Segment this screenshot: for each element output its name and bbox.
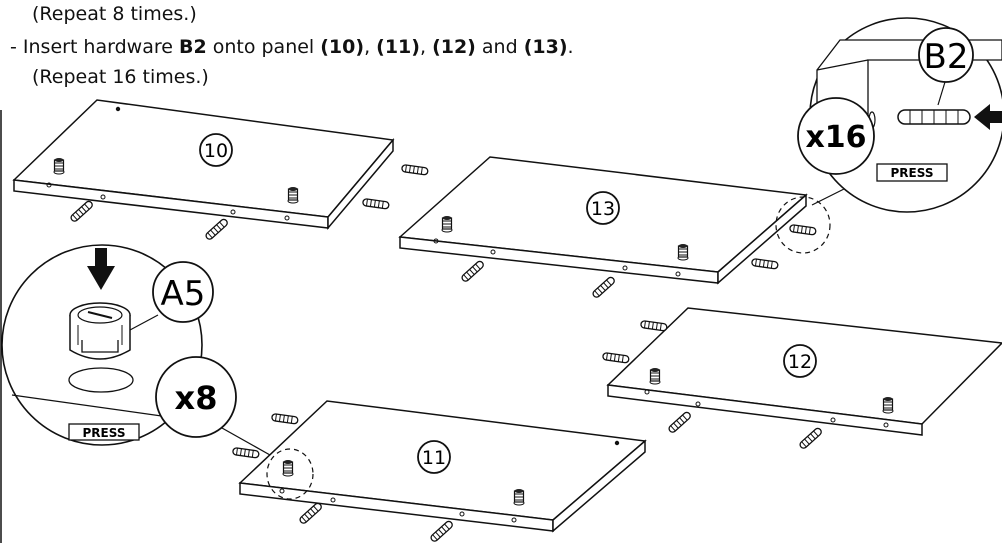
panel-11-label: 11 [422,447,446,469]
part-a5-badge [152,261,214,323]
panel-13: 13 [398,156,831,300]
panel-12-label: 12 [788,351,812,373]
panel-ref-10: (10) [320,36,365,58]
instruction-repeat-8: (Repeat 8 times.) [32,3,197,25]
panel-12: 12 [601,307,1002,451]
panel-ref-13: (13) [523,36,568,58]
quantity-x16-badge [797,97,875,175]
press-box-b2 [876,163,948,182]
quantity-x16-label: x16 [805,120,866,155]
arrow-down-icon [87,248,115,290]
part-a5-label: A5 [161,274,206,314]
part-b2-label: B2 [924,37,969,77]
instruction-repeat-16: (Repeat 16 times.) [32,66,209,88]
instruction-insert-b2: - Insert hardware B2 onto panel (10), (1… [10,36,574,58]
press-label-b2: PRESS [891,166,934,180]
separator: , [364,36,377,58]
press-label-a5: PRESS [83,426,126,440]
panel-ref-12: (12) [432,36,476,58]
instruction-text: onto panel [206,36,321,58]
arrow-left-icon [974,104,1002,130]
panel-12-badge [783,344,817,378]
separator: . [567,36,574,58]
separator: , [419,36,433,58]
part-b2-badge [918,27,974,83]
callout-a5: A5 x8 PRESS [1,244,271,456]
detail-marker-a5 [266,448,314,500]
cam-lock-icon [69,302,131,360]
detail-marker-b2 [775,196,831,254]
panel-ref-11: (11) [376,36,420,58]
panel-10: 10 [12,99,429,242]
separator: and [475,36,524,58]
press-box-a5 [68,423,140,441]
quantity-x8-label: x8 [175,379,218,417]
quantity-x8-badge [155,356,237,438]
part-ref-b2: B2 [178,36,207,58]
dowel-icon [897,109,971,125]
panel-10-badge [199,133,233,167]
panel-13-label: 13 [591,198,615,220]
panel-10-label: 10 [204,140,228,162]
panel-13-badge [586,191,620,225]
callout-b2: B2 x16 PRESS [797,17,1002,213]
instruction-text: - Insert hardware [10,36,179,58]
panel-11: 11 [231,400,647,543]
panel-11-badge [417,440,451,474]
